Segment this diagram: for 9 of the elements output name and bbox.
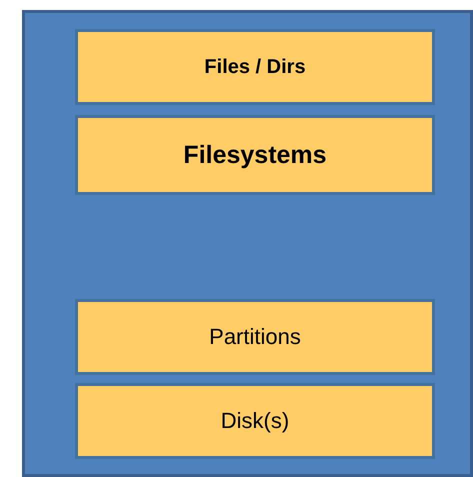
layer-label: Filesystems — [183, 140, 327, 170]
layer-box — [75, 115, 435, 195]
background-panel — [22, 10, 473, 477]
layer-box — [75, 299, 435, 375]
layer-label: Files / Dirs — [204, 56, 306, 78]
layer-box — [75, 29, 435, 105]
layer-label: Disk(s) — [220, 408, 290, 434]
layer-label: Partitions — [209, 324, 301, 350]
layer-box — [75, 383, 435, 459]
